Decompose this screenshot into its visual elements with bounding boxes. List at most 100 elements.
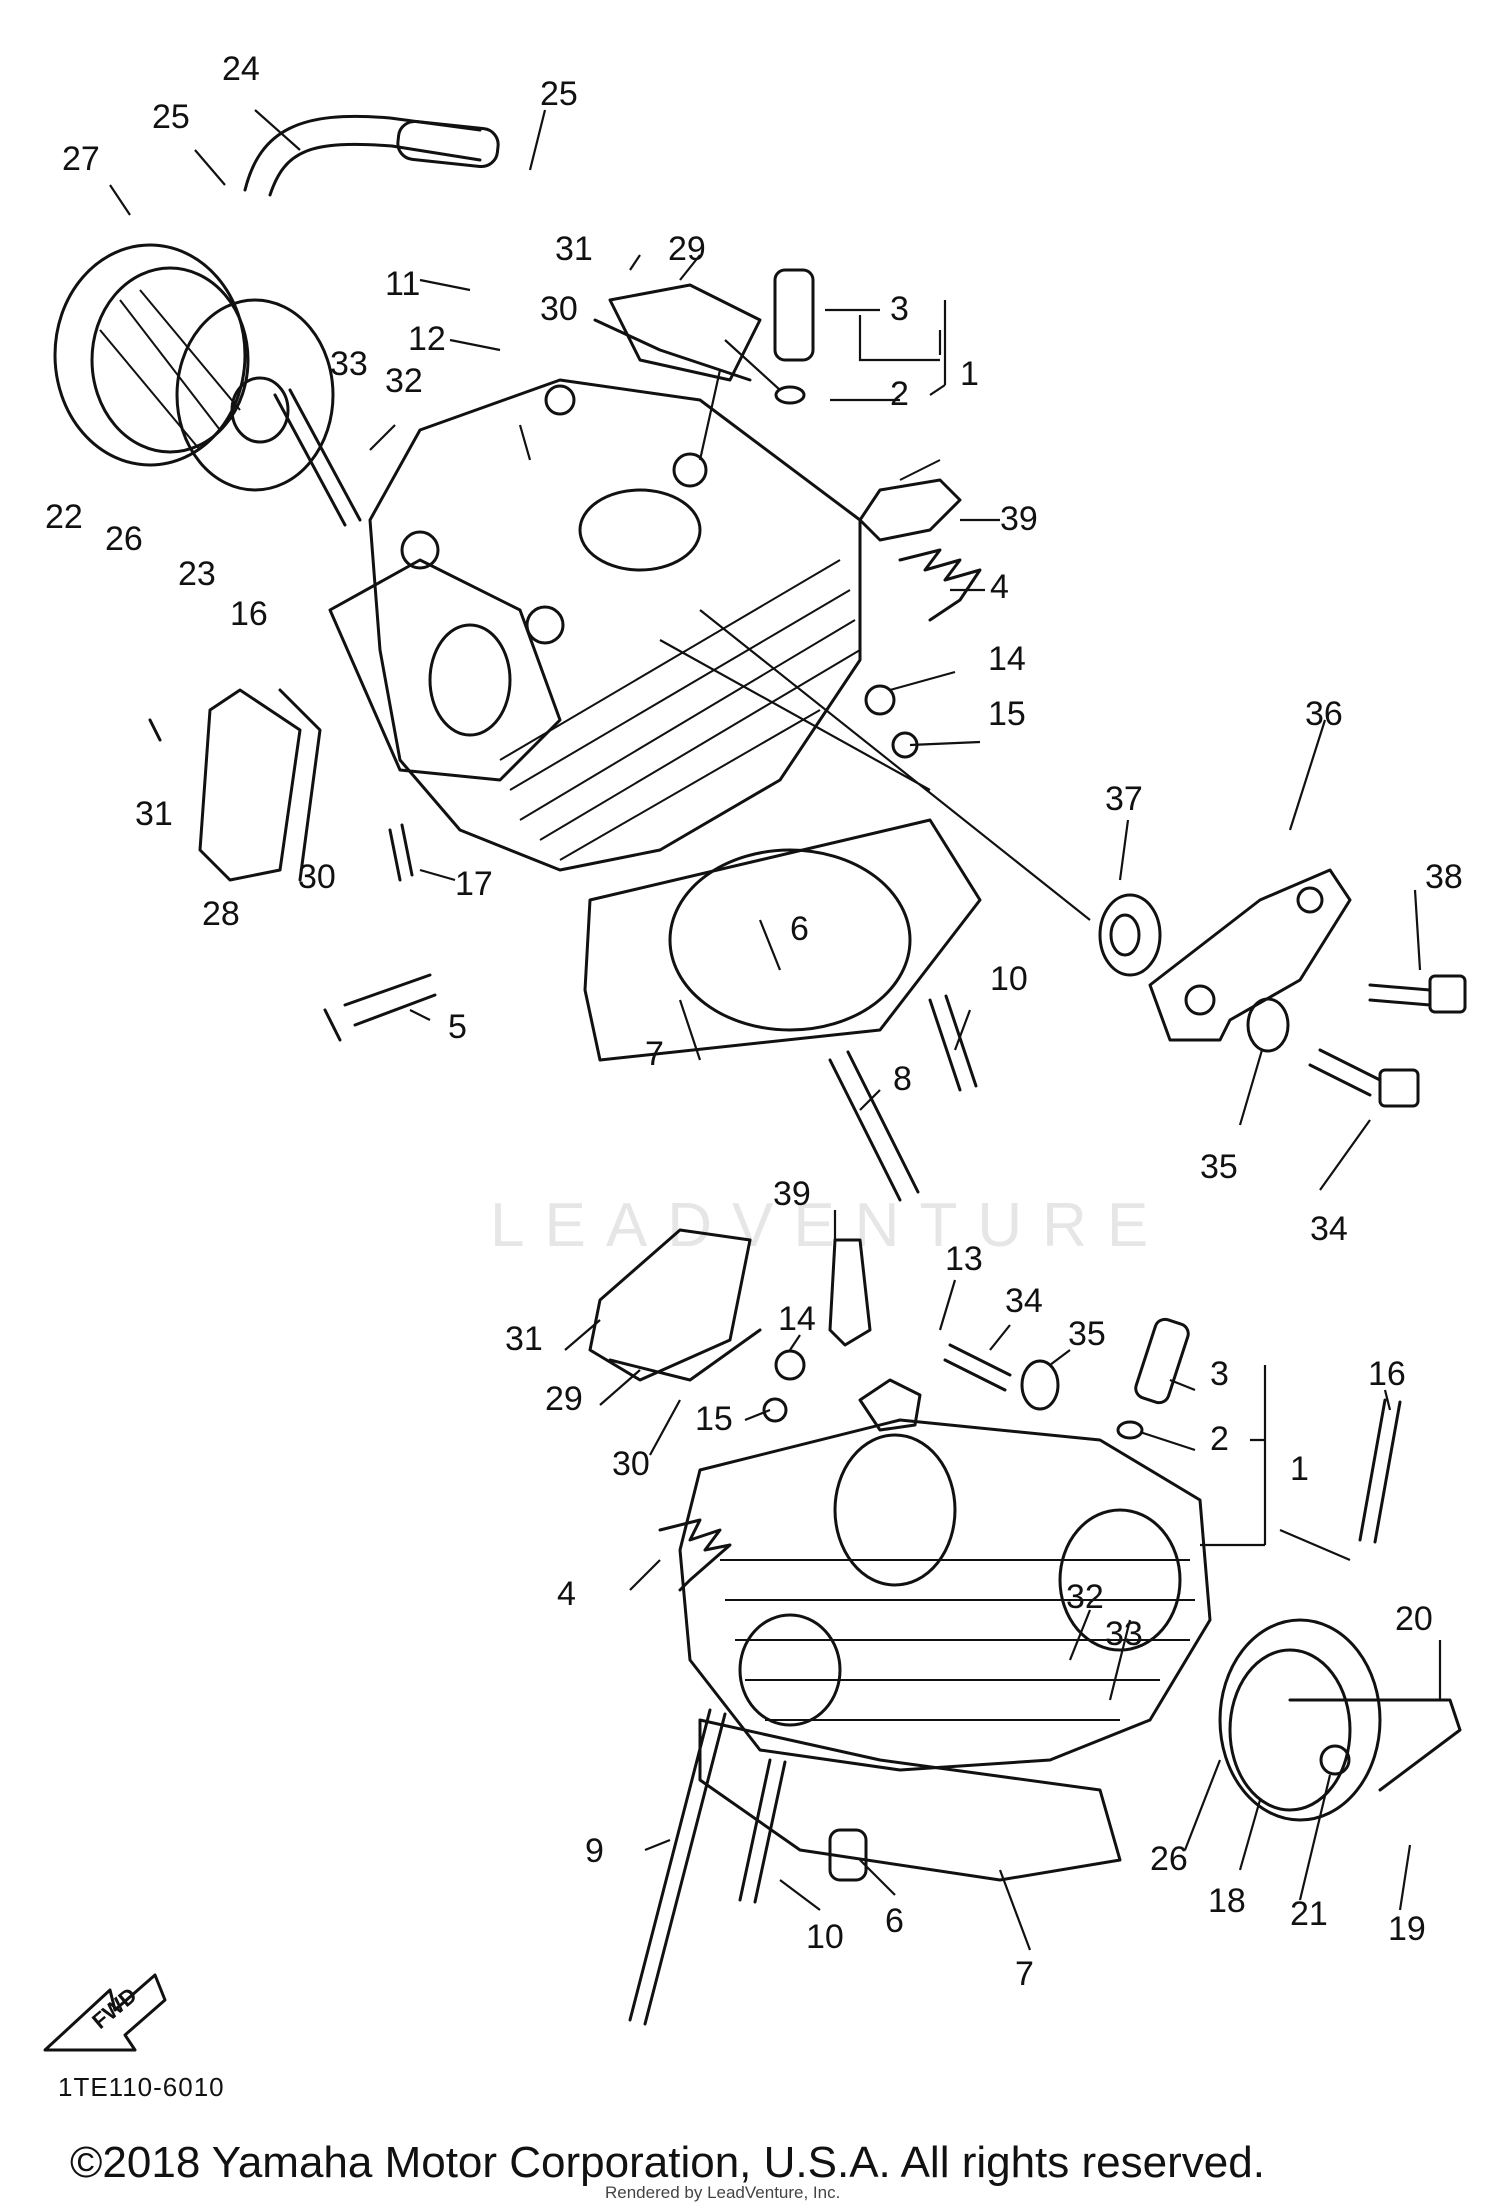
mount-bolt — [1368, 983, 1432, 1007]
washer — [1246, 997, 1290, 1053]
callout-2b: 2 — [1210, 1420, 1229, 1458]
callout-39b: 39 — [773, 1175, 811, 1213]
head-bolt — [1308, 1048, 1382, 1097]
valve-guide — [773, 268, 815, 362]
rear-valve-cover — [588, 1228, 752, 1382]
callout-10b: 10 — [806, 1918, 844, 1956]
callout-31c: 31 — [505, 1320, 543, 1358]
callout-5: 5 — [448, 1008, 467, 1046]
oil-pipe — [343, 973, 437, 1027]
front-cylinder-head-body — [368, 378, 862, 872]
rendered-by-notice: Rendered by LeadVenture, Inc. — [605, 2183, 841, 2202]
callout-30b: 30 — [298, 858, 336, 896]
callout-37: 37 — [1105, 780, 1143, 818]
cover-gasket — [175, 298, 335, 492]
callout-3a: 3 — [890, 290, 909, 328]
callout-29b: 29 — [545, 1380, 583, 1418]
callout-4b: 4 — [557, 1575, 576, 1613]
callout-14a: 14 — [988, 640, 1026, 678]
callout-17: 17 — [455, 865, 493, 903]
callout-39a: 39 — [1000, 500, 1038, 538]
callout-32b: 32 — [1066, 1578, 1104, 1616]
front-cylinder-head-assembly — [53, 109, 1467, 1202]
leadventure-watermark: LEADVENTURE — [490, 1191, 1169, 1260]
callout-22: 22 — [45, 498, 83, 536]
callout-10a: 10 — [990, 960, 1028, 998]
callout-1b: 1 — [1290, 1450, 1309, 1488]
callout-23: 23 — [178, 555, 216, 593]
callout-1a: 1 — [960, 355, 979, 393]
callout-labels-rear: 39 13 31 14 34 35 3 16 29 15 2 1 30 4 32… — [505, 1175, 1433, 1993]
callout-28: 28 — [202, 895, 240, 933]
callout-38: 38 — [1425, 858, 1463, 896]
engine-bracket — [1148, 868, 1352, 1042]
callout-31b: 31 — [135, 795, 173, 833]
callout-35b: 35 — [1068, 1315, 1106, 1353]
bushing — [1098, 893, 1162, 977]
long-stud — [628, 1708, 727, 2026]
callout-26b: 26 — [1150, 1840, 1188, 1878]
callout-26a: 26 — [105, 520, 143, 558]
rear-head-bolt — [943, 1343, 1012, 1392]
cover-bolt — [273, 388, 362, 527]
rear-spark-plug — [828, 1238, 872, 1347]
callout-11: 11 — [385, 265, 420, 303]
rear-cover-bolt — [1358, 1398, 1402, 1544]
callout-15a: 15 — [988, 695, 1026, 733]
cylinder-head-gasket — [583, 818, 982, 1062]
callout-25b: 25 — [540, 75, 578, 113]
rear-head-gasket — [698, 1718, 1122, 1882]
valve-cover — [608, 283, 762, 382]
callout-34b: 34 — [1005, 1282, 1043, 1320]
callout-33a: 33 — [330, 345, 368, 383]
callout-36: 36 — [1305, 695, 1343, 733]
rear-cylinder-head-assembly: FWD — [43, 1210, 1462, 2052]
rear-nut — [858, 1378, 922, 1432]
fwd-arrow: FWD — [43, 1973, 167, 2052]
callout-32a: 32 — [385, 362, 423, 400]
callout-labels-front: 24 25 25 27 31 29 3 11 30 12 2 1 33 32 3… — [45, 50, 1463, 1248]
callout-15b: 15 — [695, 1400, 733, 1438]
callout-13: 13 — [945, 1240, 983, 1278]
stud-bolt — [828, 1050, 920, 1202]
side-cover — [53, 243, 247, 467]
callout-30c: 30 — [612, 1445, 650, 1483]
callout-35a: 35 — [1200, 1148, 1238, 1186]
valve-spring — [898, 548, 982, 622]
tappet-cover — [198, 688, 302, 882]
copyright-notice: ©2018 Yamaha Motor Corporation, U.S.A. A… — [70, 2138, 1265, 2187]
callout-19: 19 — [1388, 1910, 1426, 1948]
callout-8: 8 — [893, 1060, 912, 1098]
callout-29: 29 — [668, 230, 706, 268]
rear-valve-spring — [658, 1518, 732, 1592]
callout-16a: 16 — [230, 595, 268, 633]
drawing-code: 1TE110-6010 — [58, 2072, 225, 2102]
callout-6a: 6 — [790, 910, 809, 948]
callout-16b: 16 — [1368, 1355, 1406, 1393]
callout-27: 27 — [62, 140, 100, 178]
callout-20: 20 — [1395, 1600, 1433, 1638]
rear-valve-guide — [1134, 1317, 1190, 1405]
callout-14b: 14 — [778, 1300, 816, 1338]
hose-joint — [396, 119, 500, 169]
callout-9: 9 — [585, 1832, 604, 1870]
breather-hose — [243, 114, 482, 197]
callout-33b: 33 — [1105, 1615, 1143, 1653]
rear-side-cover — [1218, 1618, 1382, 1822]
callout-12: 12 — [408, 320, 446, 358]
spark-plug — [858, 478, 962, 542]
callout-7b: 7 — [1015, 1955, 1034, 1993]
callout-7a: 7 — [645, 1035, 664, 1073]
callout-21: 21 — [1290, 1895, 1328, 1933]
callout-24: 24 — [222, 50, 260, 88]
callout-6b: 6 — [885, 1902, 904, 1940]
callout-31a: 31 — [555, 230, 593, 268]
callout-18: 18 — [1208, 1882, 1246, 1920]
callout-2a: 2 — [890, 375, 909, 413]
callout-3b: 3 — [1210, 1355, 1229, 1393]
callout-34a: 34 — [1310, 1210, 1348, 1248]
rear-cylinder-head-body — [678, 1418, 1212, 1772]
callout-25a: 25 — [152, 98, 190, 136]
callout-4a: 4 — [990, 568, 1009, 606]
